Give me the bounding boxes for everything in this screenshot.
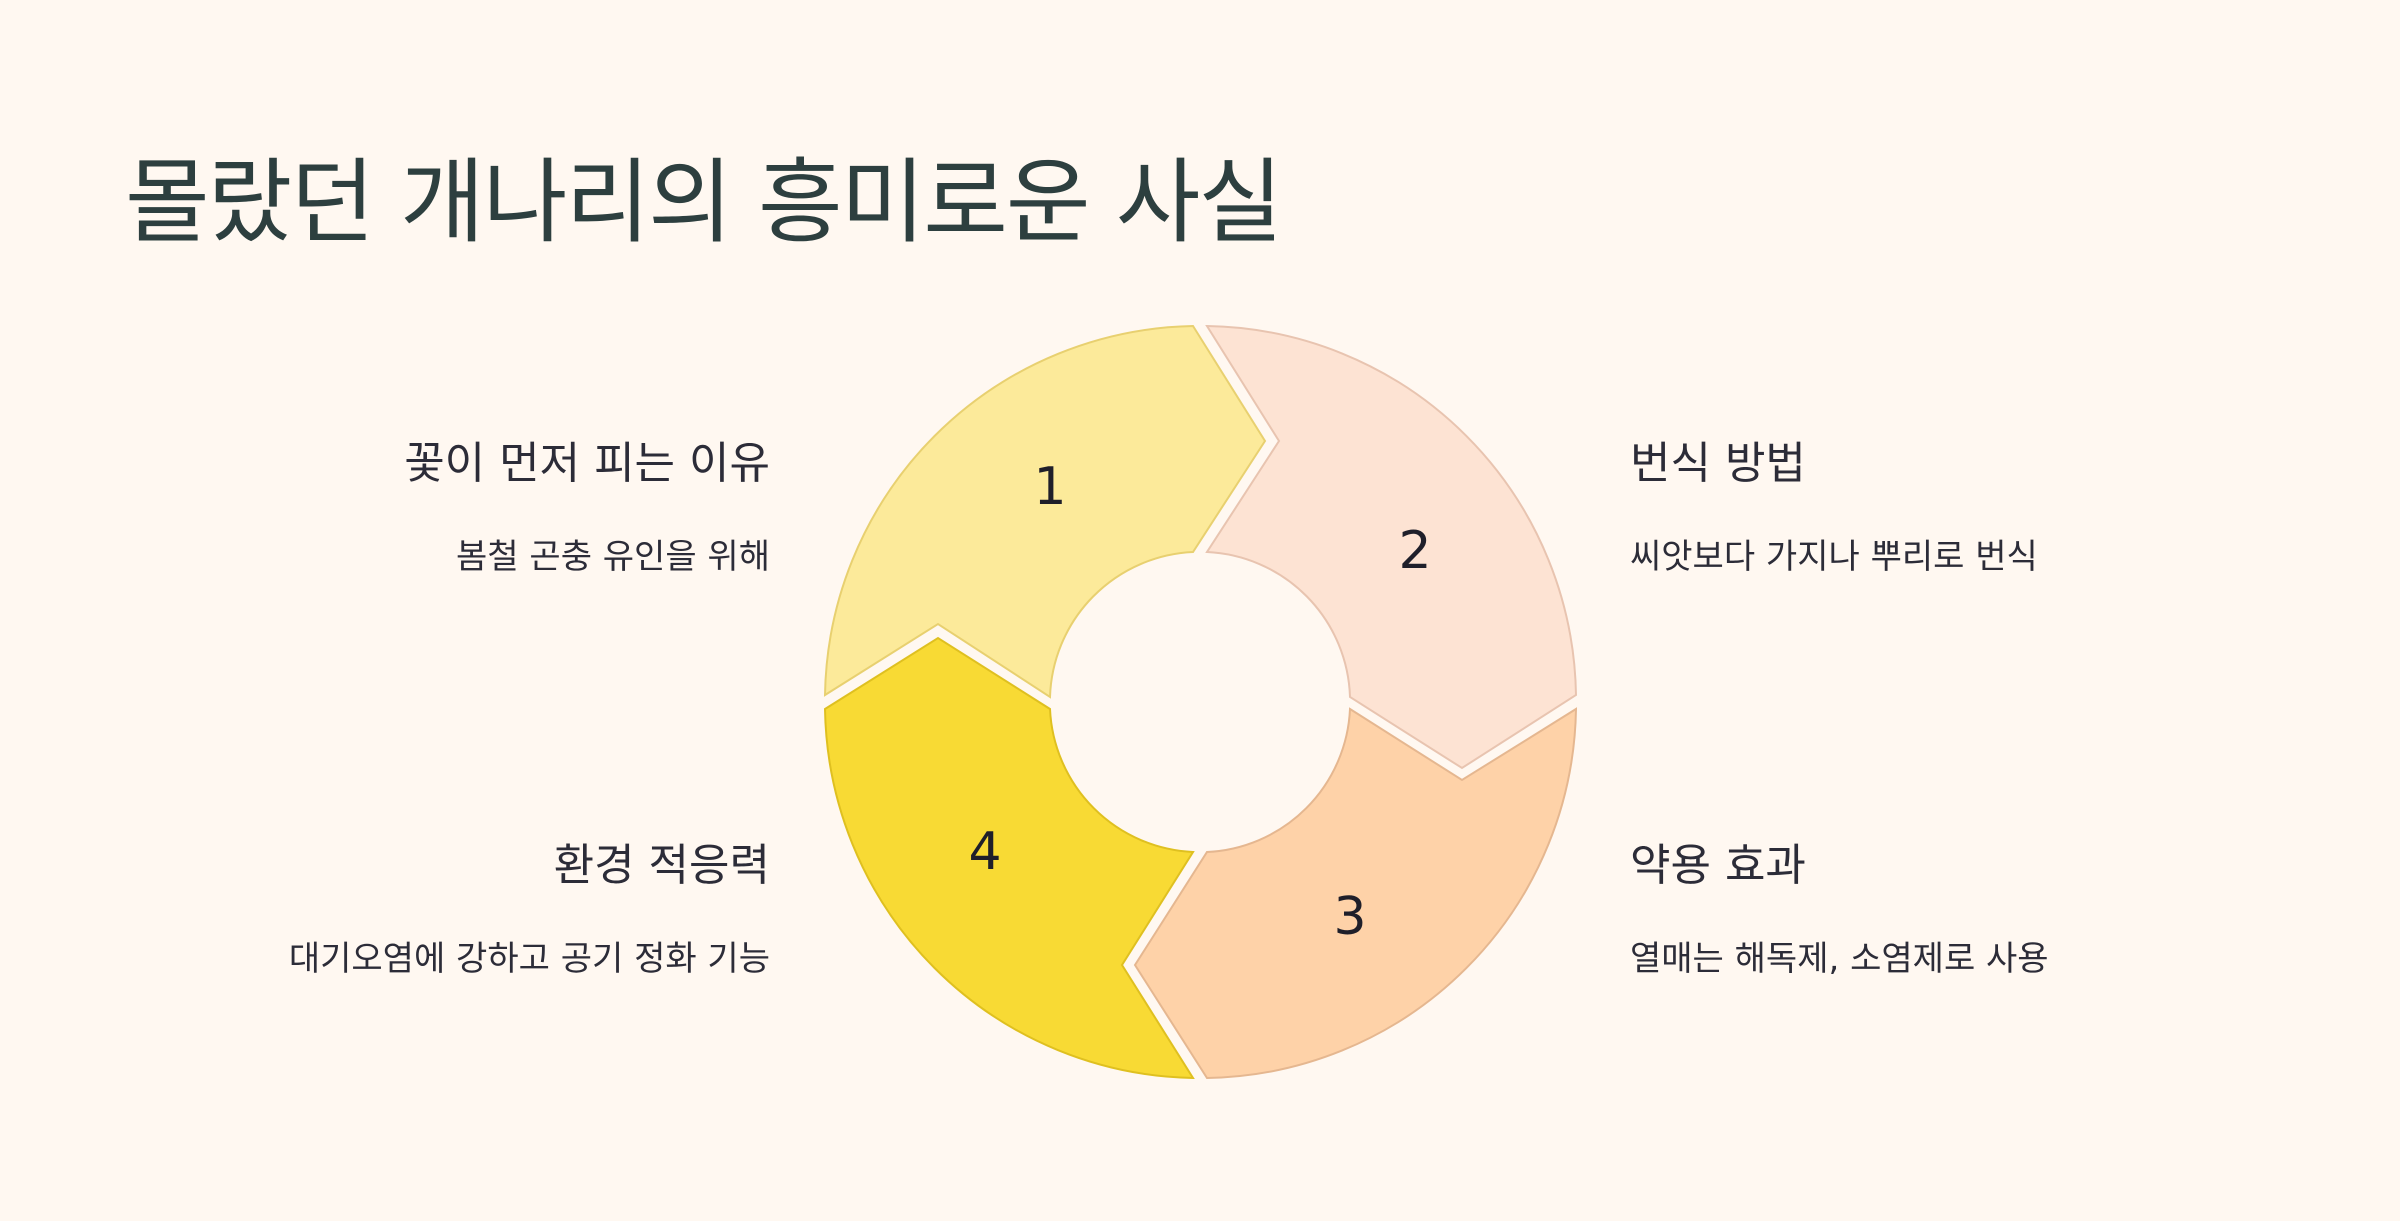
segment-3-number: 3 [1333,887,1366,947]
label-2-description: 씨앗보다 가지나 뿌리로 번식 [1630,537,2038,577]
label-1-description: 봄철 곤충 유인을 위해 [456,537,770,577]
page-title: 몰랐던 개나리의 흥미로운 사실 [125,149,1283,256]
segment-2-number: 2 [1398,521,1431,581]
segment-4 [823,636,1195,1080]
label-3-heading: 약용 효과 [1630,840,1806,891]
label-3-description: 열매는 해독제, 소염제로 사용 [1630,939,2049,979]
label-2: 번식 방법 씨앗보다 가지나 뿌리로 번식 [1630,427,2330,578]
label-4-description: 대기오염에 강하고 공기 정화 기능 [288,939,770,979]
label-1-heading: 꽃이 먼저 피는 이유 [404,438,770,489]
segment-1 [823,324,1267,699]
segment-2 [1205,324,1578,770]
segment-4-number: 4 [968,822,1001,882]
label-4-heading: 환경 적응력 [553,840,770,891]
label-1: 꽃이 먼저 피는 이유 봄철 곤충 유인을 위해 [70,427,770,578]
label-4: 환경 적응력 대기오염에 강하고 공기 정화 기능 [70,829,770,980]
segment-1-number: 1 [1033,457,1066,517]
segment-3 [1133,707,1578,1080]
label-2-heading: 번식 방법 [1630,438,1806,489]
label-3: 약용 효과 열매는 해독제, 소염제로 사용 [1630,829,2330,980]
